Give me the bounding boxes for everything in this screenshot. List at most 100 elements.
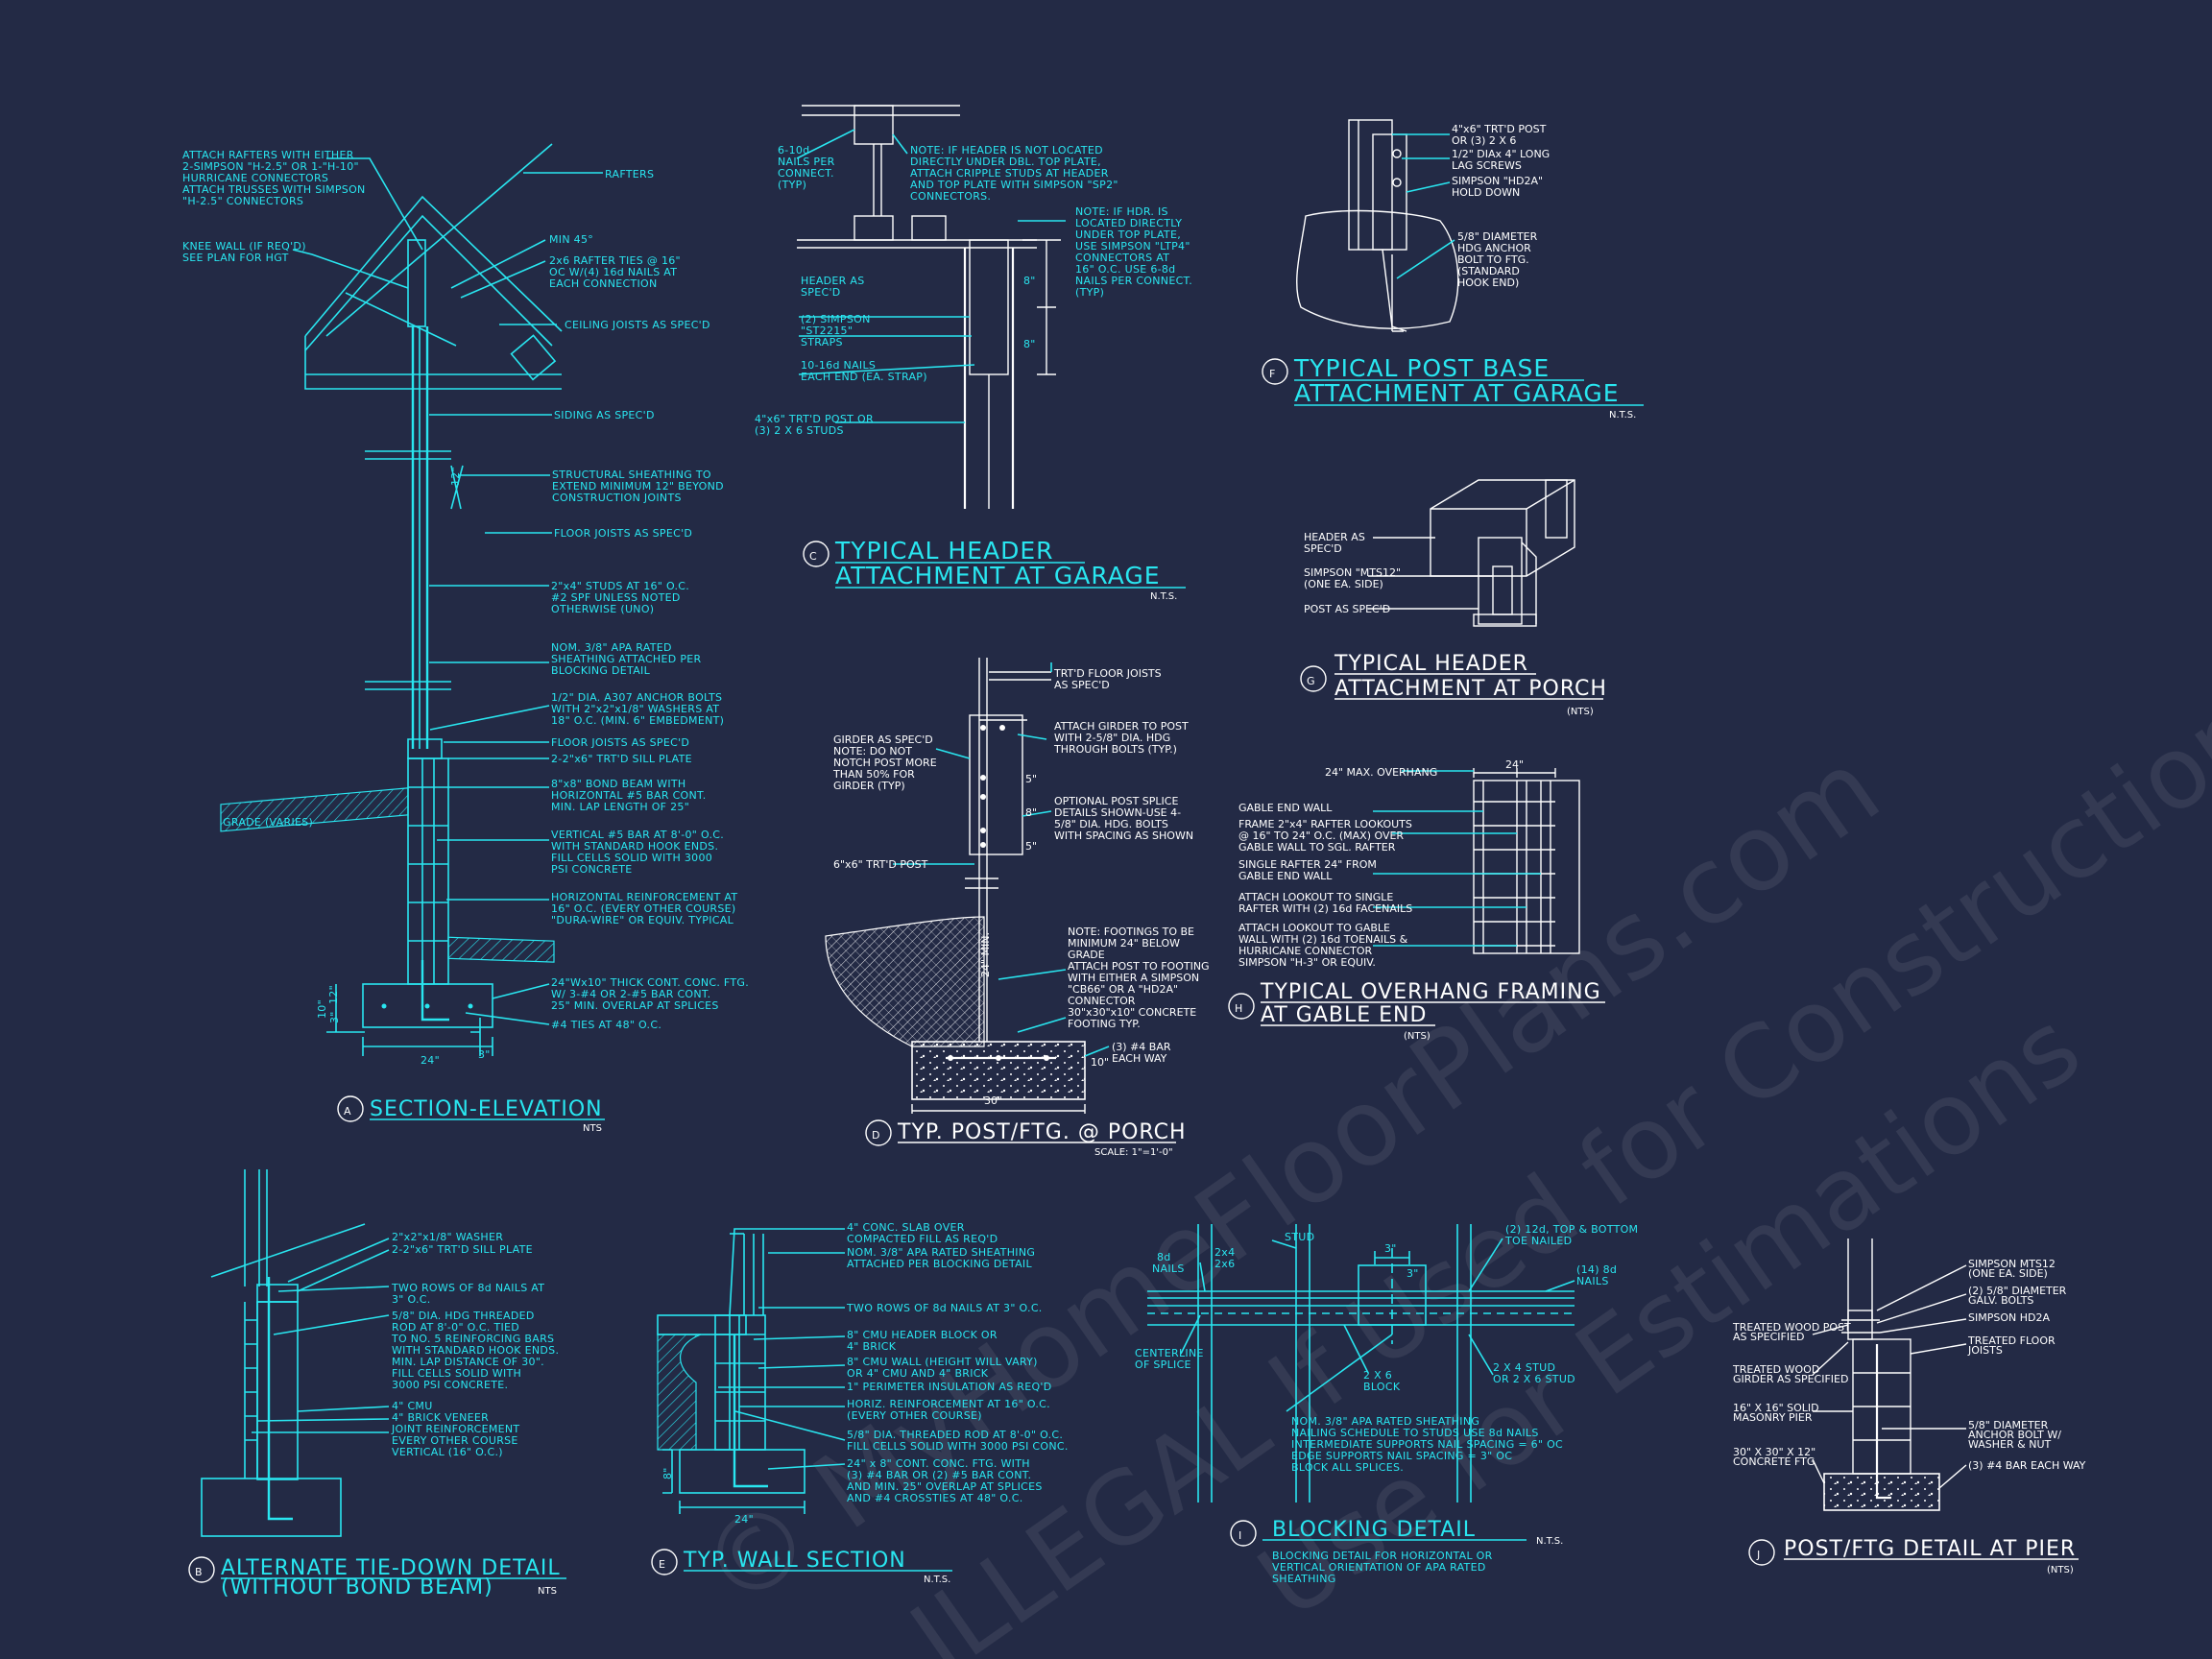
detail-a-note: OTHERWISE (UNO) <box>551 603 654 615</box>
detail-b-note: EVERY OTHER COURSE <box>392 1434 518 1447</box>
detail-i-note: 2 X 4 STUD <box>1493 1361 1555 1374</box>
detail-b-title: ALTERNATE TIE-DOWN DETAIL <box>221 1556 561 1580</box>
detail-c-note: ATTACH CRIPPLE STUDS AT HEADER <box>910 167 1109 180</box>
detail-d-scale: SCALE: 1"=1'-0" <box>1094 1147 1173 1158</box>
detail-a-scale: NTS <box>583 1123 602 1134</box>
detail-i-blocking: 8d NAILS 2x4 2x6 STUD 3" 3" (2) 12d, TOP… <box>1135 1223 1638 1585</box>
detail-c-scale: N.T.S. <box>1150 591 1177 602</box>
detail-c-note: HEADER AS <box>801 275 865 287</box>
detail-i-note: STUD <box>1285 1231 1314 1243</box>
detail-i-note: NAILS <box>1576 1275 1609 1287</box>
detail-a-note: EXTEND MINIMUM 12" BEYOND <box>552 480 724 493</box>
detail-a-note: VERTICAL #5 BAR AT 8'-0" O.C. <box>551 829 724 841</box>
detail-b-note: 3" O.C. <box>392 1293 431 1306</box>
detail-i-note: OR 2 X 6 STUD <box>1493 1373 1575 1385</box>
detail-j-note: GALV. BOLTS <box>1968 1294 2033 1307</box>
detail-g-note: POST AS SPEC'D <box>1304 603 1390 615</box>
detail-c-note: SPEC'D <box>801 286 841 299</box>
detail-d-dim: 8" <box>1025 806 1037 819</box>
detail-d-note: TRT'D FLOOR JOISTS <box>1053 667 1162 680</box>
detail-i-note: 2 X 6 <box>1363 1369 1392 1382</box>
detail-f-note: 4"x6" TRT'D POST <box>1452 123 1547 135</box>
detail-g-title-2: ATTACHMENT AT PORCH <box>1334 677 1607 701</box>
detail-a-dim: 10" <box>316 999 328 1019</box>
detail-g-header-attachment-porch: HEADER AS SPEC'D SIMPSON "MTS12" (ONE EA… <box>1300 479 1607 717</box>
detail-e-marker-circle <box>651 1549 678 1575</box>
detail-a-note: OC W/(4) 16d NAILS AT <box>549 266 677 278</box>
detail-f-title-2: ATTACHMENT AT GARAGE <box>1294 379 1620 407</box>
detail-d-note: (3) #4 BAR <box>1112 1041 1171 1053</box>
detail-g-note: HEADER AS <box>1304 531 1365 543</box>
detail-d-note: EACH WAY <box>1112 1052 1167 1065</box>
detail-e-note: 1" PERIMETER INSULATION AS REQ'D <box>847 1381 1052 1393</box>
detail-i-note: 2x4 <box>1214 1246 1235 1259</box>
detail-d-note: CONNECTOR <box>1068 995 1136 1007</box>
detail-b-note: 4" BRICK VENEER <box>392 1411 489 1424</box>
detail-e-note: 4" BRICK <box>847 1340 897 1353</box>
detail-g-letter: G <box>1307 675 1315 687</box>
detail-c-note: UNDER TOP PLATE, <box>1075 228 1181 241</box>
detail-e-letter: E <box>659 1558 665 1571</box>
detail-e-note: OR 4" CMU AND 4" BRICK <box>847 1367 989 1380</box>
detail-b-note: 3000 PSI CONCRETE. <box>392 1379 508 1391</box>
detail-a-dim: 3" <box>328 1011 341 1023</box>
detail-f-title-1: TYPICAL POST BASE <box>1293 354 1550 382</box>
detail-h-note: 24" MAX. OVERHANG <box>1325 766 1437 779</box>
detail-e-note: 8" CMU HEADER BLOCK OR <box>847 1329 998 1341</box>
detail-b-note: 5/8" DIA. HDG THREADED <box>392 1310 535 1322</box>
detail-i-note: BLOCK <box>1363 1381 1401 1393</box>
detail-e-note: 4" CONC. SLAB OVER <box>847 1221 965 1234</box>
detail-i-marker-circle <box>1230 1520 1257 1547</box>
detail-j-scale: (NTS) <box>2047 1565 2074 1575</box>
detail-j-note: CONCRETE FTG <box>1733 1455 1815 1468</box>
detail-d-note: GIRDER AS SPEC'D <box>833 733 933 746</box>
detail-e-wall-section: 4" CONC. SLAB OVER COMPACTED FILL AS REQ… <box>651 1221 1068 1585</box>
detail-d-note: FOOTING TYP. <box>1068 1018 1141 1030</box>
detail-e-note: 8" CMU WALL (HEIGHT WILL VARY) <box>847 1356 1038 1368</box>
detail-i-title: BLOCKING DETAIL <box>1272 1518 1476 1542</box>
detail-j-note: ANCHOR BOLT W/ <box>1968 1429 2061 1441</box>
detail-c-note: "ST2215" <box>801 325 853 337</box>
detail-f-note: BOLT TO FTG. <box>1457 253 1529 266</box>
detail-i-caption: SHEATHING <box>1272 1573 1336 1585</box>
detail-j-note: 16" X 16" SOLID <box>1733 1402 1819 1414</box>
detail-a-note: 25" MIN. OVERLAP AT SPLICES <box>551 999 719 1012</box>
detail-a-marker-circle <box>337 1095 364 1122</box>
detail-d-note: THROUGH BOLTS (TYP.) <box>1053 743 1177 756</box>
detail-b-note: 4" CMU <box>392 1400 433 1412</box>
detail-f-letter: F <box>1269 368 1275 380</box>
detail-e-note: NOM. 3/8" APA RATED SHEATHING <box>847 1246 1035 1259</box>
detail-i-caption: VERTICAL ORIENTATION OF APA RATED <box>1272 1561 1486 1574</box>
detail-e-note: ATTACHED PER BLOCKING DETAIL <box>847 1258 1032 1270</box>
detail-f-note: HOLD DOWN <box>1452 186 1520 199</box>
detail-h-overhang-gable-end: 24" MAX. OVERHANG 24" GABLE END WALL FRA… <box>1228 758 1605 1042</box>
detail-c-note: 6-10d <box>778 144 809 156</box>
detail-d-dim: 5" <box>1025 840 1037 853</box>
detail-a-note: NOM. 3/8" APA RATED <box>551 641 672 654</box>
detail-e-scale: N.T.S. <box>924 1575 950 1585</box>
detail-d-note: 30"x30"x10" CONCRETE <box>1068 1006 1196 1019</box>
detail-a-letter: A <box>344 1105 351 1118</box>
detail-i-note: OF SPLICE <box>1135 1358 1191 1371</box>
detail-c-note: STRAPS <box>801 336 843 349</box>
detail-b-note: VERTICAL (16" O.C.) <box>392 1446 503 1458</box>
detail-a-dim: 24" <box>421 1054 440 1067</box>
detail-a-title: SECTION-ELEVATION <box>370 1097 603 1121</box>
detail-a-note: SIDING AS SPEC'D <box>554 409 655 421</box>
detail-a-note: STRUCTURAL SHEATHING TO <box>552 469 711 481</box>
detail-j-note: AS SPECIFIED <box>1733 1331 1805 1343</box>
detail-i-note: CENTERLINE <box>1135 1347 1204 1359</box>
detail-d-note: ATTACH GIRDER TO POST <box>1054 720 1189 733</box>
detail-d-note: MINIMUM 24" BELOW <box>1068 937 1180 950</box>
detail-h-scale: (NTS) <box>1404 1031 1431 1042</box>
watermark: © MyHomeFloorPlans.com ILLEGAL If Used f… <box>679 672 2212 1659</box>
detail-j-marker-circle <box>1748 1539 1775 1566</box>
detail-i-note: (14) 8d <box>1576 1263 1617 1276</box>
detail-d-marker-circle <box>865 1119 892 1146</box>
detail-i-note: BLOCK ALL SPLICES. <box>1291 1461 1404 1474</box>
detail-h-title-1: TYPICAL OVERHANG FRAMING <box>1260 980 1601 1004</box>
detail-d-dim: 10" <box>1091 1056 1109 1069</box>
detail-a-note: EACH CONNECTION <box>549 277 658 290</box>
detail-a-note: GRADE (VARIES) <box>223 816 313 829</box>
